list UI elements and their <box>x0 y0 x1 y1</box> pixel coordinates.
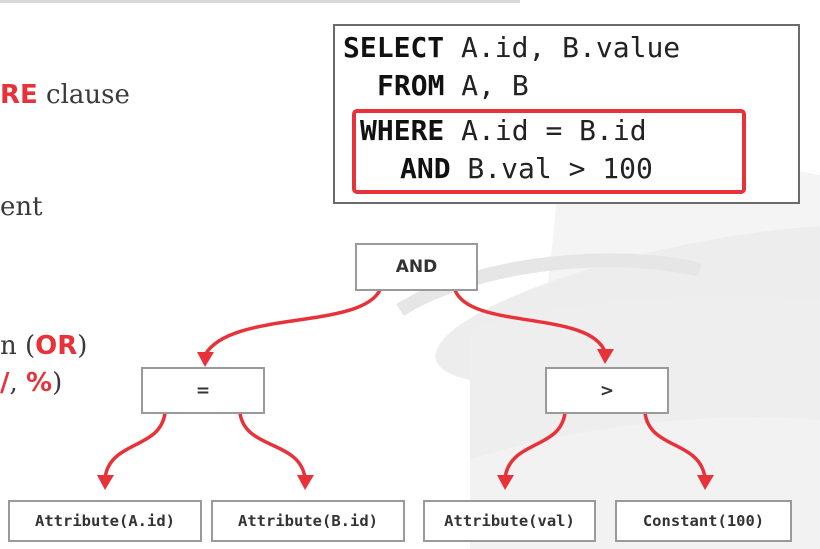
bullet-text: ) <box>77 331 88 361</box>
tree-leaf-attribute-val: Attribute(val) <box>423 500 596 542</box>
sql-text: A, B <box>444 69 529 102</box>
bullet-or-operator: n (OR) <box>0 331 87 361</box>
arrowhead <box>697 475 714 490</box>
sql-keyword: WHERE <box>360 114 445 147</box>
tree-node-greater-than: > <box>545 367 669 414</box>
bullet-arith-operators: /, %) <box>0 368 62 398</box>
bullet-where-clause: RE clause <box>0 80 130 110</box>
edge-gt-to-leaf4 <box>643 411 707 480</box>
arrowhead <box>597 349 614 364</box>
sql-line-and: AND B.val > 100 <box>400 151 653 187</box>
sql-line-select: SELECT A.id, B.value <box>343 30 680 66</box>
sql-text: A.id = B.id <box>444 114 647 147</box>
tree-leaf-constant-100: Constant(100) <box>615 500 792 542</box>
bullet-text: , <box>9 368 27 398</box>
sql-text: B.val > 100 <box>450 152 653 185</box>
divide-keyword: / <box>0 368 10 398</box>
edge-eq-to-leaf1 <box>103 411 167 480</box>
bullet-text: clause <box>37 80 130 110</box>
bullet-fragment: ent <box>0 192 43 222</box>
tree-leaf-attribute-a-id: Attribute(A.id) <box>8 500 202 542</box>
edge-gt-to-leaf3 <box>503 411 567 480</box>
where-clause-highlight <box>352 109 746 194</box>
edge-and-to-gt <box>453 288 607 354</box>
bullet-text: ent <box>0 192 43 222</box>
edge-eq-to-leaf2 <box>238 411 307 480</box>
sql-keyword: SELECT <box>343 31 445 64</box>
sql-keyword: FROM <box>377 69 445 102</box>
tree-node-equals: = <box>141 367 265 414</box>
sql-line-from: FROM A, B <box>377 68 529 104</box>
arrowhead <box>197 352 214 367</box>
bullet-text: n ( <box>0 331 36 361</box>
tree-node-and: AND <box>355 243 478 291</box>
arrowhead <box>297 475 314 490</box>
sql-query-box <box>333 24 800 204</box>
tree-leaf-attribute-b-id: Attribute(B.id) <box>211 500 405 542</box>
modulo-keyword: % <box>26 368 53 398</box>
sql-text: A.id, B.value <box>444 31 681 64</box>
arrowhead <box>97 475 114 490</box>
bullet-text: ) <box>52 368 63 398</box>
or-keyword: OR <box>35 331 78 361</box>
edge-and-to-eq <box>203 288 382 357</box>
where-keyword-fragment: RE <box>0 80 38 110</box>
arrowhead <box>497 475 514 490</box>
sql-keyword: AND <box>400 152 451 185</box>
sql-line-where: WHERE A.id = B.id <box>360 113 647 149</box>
title-underline <box>0 0 520 3</box>
